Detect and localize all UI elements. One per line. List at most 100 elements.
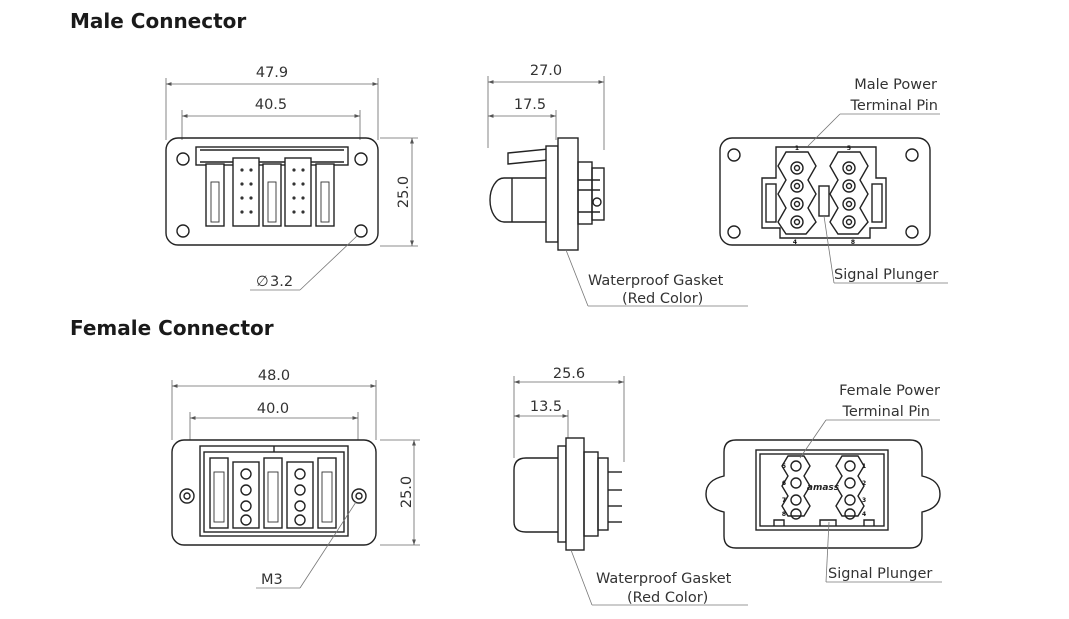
mounting-hole bbox=[727, 148, 741, 162]
male-body bbox=[545, 145, 559, 243]
pin-number: 1 bbox=[862, 463, 866, 470]
signal-plunger-slot bbox=[871, 183, 883, 223]
male-overall-depth: 27.0 bbox=[530, 63, 562, 79]
signal-plunger-notch bbox=[863, 519, 875, 526]
pin-number: 4 bbox=[862, 511, 866, 518]
power-contact bbox=[209, 457, 229, 529]
female-solder-tails bbox=[608, 471, 622, 523]
female-housing bbox=[199, 445, 349, 537]
power-contact bbox=[317, 457, 337, 529]
amass-logo: amass bbox=[807, 483, 840, 493]
power-contact bbox=[315, 163, 335, 227]
pin-number: 3 bbox=[862, 497, 866, 504]
female-height-dimension: 25.0 bbox=[380, 439, 420, 546]
pin-number: 2 bbox=[862, 480, 866, 487]
signal-pin-block bbox=[284, 157, 312, 227]
female-front-view: 48.0 40.0 25.0 bbox=[171, 368, 420, 589]
female-back-view: amass 5 1 6 2 7 3 8 4 Female Power Termi… bbox=[705, 383, 942, 583]
mounting-hole bbox=[905, 148, 919, 162]
male-height-dimension: 25.0 bbox=[380, 137, 418, 247]
pin-number: 7 bbox=[782, 497, 786, 504]
pin-number: 1 bbox=[795, 145, 799, 152]
male-housing bbox=[195, 146, 349, 227]
female-flange bbox=[565, 437, 585, 551]
male-flange bbox=[557, 137, 579, 251]
female-flange-plate bbox=[171, 439, 377, 546]
female-body bbox=[557, 445, 567, 543]
male-plug-body bbox=[489, 177, 548, 223]
male-rear-flange bbox=[719, 137, 931, 246]
male-hole-callout: ∅ 3.2 bbox=[250, 235, 358, 291]
female-connector-heading: Female Connector bbox=[70, 316, 274, 340]
mounting-hole bbox=[176, 224, 190, 238]
pin-number: 5 bbox=[782, 463, 786, 470]
female-power-terminal-pins bbox=[790, 460, 856, 520]
female-partial-depth-dimension: 13.5 bbox=[514, 399, 569, 442]
mounting-hole bbox=[354, 152, 368, 166]
female-overall-width: 48.0 bbox=[258, 368, 290, 384]
pin-number: 4 bbox=[793, 239, 797, 246]
male-flange-plate bbox=[165, 137, 379, 246]
female-height: 25.0 bbox=[399, 476, 415, 508]
signal-plunger-notch bbox=[773, 519, 785, 526]
mounting-hole bbox=[727, 225, 741, 239]
female-power-pin-label: Female Power bbox=[839, 383, 940, 399]
male-gasket-label: Waterproof Gasket bbox=[588, 273, 724, 289]
male-power-pin-callout: Male Power Terminal Pin bbox=[807, 77, 940, 147]
female-gasket-label: Waterproof Gasket bbox=[596, 571, 732, 587]
mounting-hole bbox=[905, 225, 919, 239]
female-rear-flange bbox=[705, 439, 941, 549]
power-contact bbox=[262, 163, 282, 227]
female-gasket-callout: Waterproof Gasket (Red Color) bbox=[570, 549, 748, 606]
male-depth-dimension: 27.0 bbox=[487, 63, 605, 150]
male-power-terminal-pins bbox=[790, 161, 856, 229]
male-back-view: 1 5 4 8 Male Power Terminal Pin Signal P… bbox=[719, 77, 948, 284]
female-side-view: 25.6 13.5 Waterproof Gasket bbox=[513, 366, 748, 606]
female-inner-width: 40.0 bbox=[257, 401, 289, 417]
female-partial-depth: 13.5 bbox=[530, 399, 562, 415]
male-hole-diameter: 3.2 bbox=[270, 274, 293, 290]
mounting-hole bbox=[179, 488, 195, 504]
mounting-hole-inner bbox=[355, 492, 363, 500]
male-height: 25.0 bbox=[396, 176, 412, 208]
male-overall-width: 47.9 bbox=[256, 65, 288, 81]
pin-number: 8 bbox=[851, 239, 855, 246]
mounting-hole bbox=[354, 224, 368, 238]
female-gasket-color: (Red Color) bbox=[627, 590, 708, 606]
female-power-pin-callout: Female Power Terminal Pin bbox=[799, 383, 940, 459]
female-width-dimension: 48.0 bbox=[171, 368, 377, 440]
male-pin-cluster-left bbox=[777, 151, 817, 235]
male-hole-diameter-symbol: ∅ bbox=[256, 274, 269, 290]
pin-number: 8 bbox=[782, 511, 786, 518]
male-gasket-callout: Waterproof Gasket (Red Color) bbox=[565, 249, 748, 307]
female-pin-cluster-right bbox=[835, 455, 865, 517]
male-power-pin-label: Male Power bbox=[854, 77, 937, 93]
power-contact bbox=[263, 457, 283, 529]
female-rear-housing bbox=[755, 449, 889, 531]
male-inner-width: 40.5 bbox=[255, 97, 287, 113]
female-screw-callout: M3 bbox=[256, 501, 357, 589]
mounting-hole bbox=[351, 488, 367, 504]
female-signal-plunger-label: Signal Plunger bbox=[828, 566, 932, 582]
male-signal-plunger-callout: Signal Plunger bbox=[823, 215, 948, 284]
male-partial-depth-dimension: 17.5 bbox=[488, 97, 557, 140]
male-power-pin-label-2: Terminal Pin bbox=[849, 98, 938, 114]
pin-number: 6 bbox=[782, 480, 786, 487]
male-signal-plunger-label: Signal Plunger bbox=[834, 267, 938, 283]
male-partial-depth: 17.5 bbox=[514, 97, 546, 113]
mounting-hole-inner bbox=[183, 492, 191, 500]
male-pin-cluster-right bbox=[829, 151, 869, 235]
female-pin-cluster-left bbox=[781, 455, 811, 517]
male-front-view: 47.9 40.5 25.0 bbox=[165, 65, 418, 291]
pin-number: 5 bbox=[847, 145, 851, 152]
male-rear-housing bbox=[761, 146, 887, 239]
male-gasket-color: (Red Color) bbox=[622, 291, 703, 307]
power-contact bbox=[205, 163, 225, 227]
male-inner-width-dimension: 40.5 bbox=[181, 97, 361, 140]
signal-plunger-slot bbox=[765, 183, 777, 223]
mounting-hole bbox=[176, 152, 190, 166]
female-receptacle-body bbox=[513, 457, 560, 533]
female-signal-plunger-callout: Signal Plunger bbox=[825, 521, 942, 583]
latch-arm bbox=[507, 148, 549, 165]
